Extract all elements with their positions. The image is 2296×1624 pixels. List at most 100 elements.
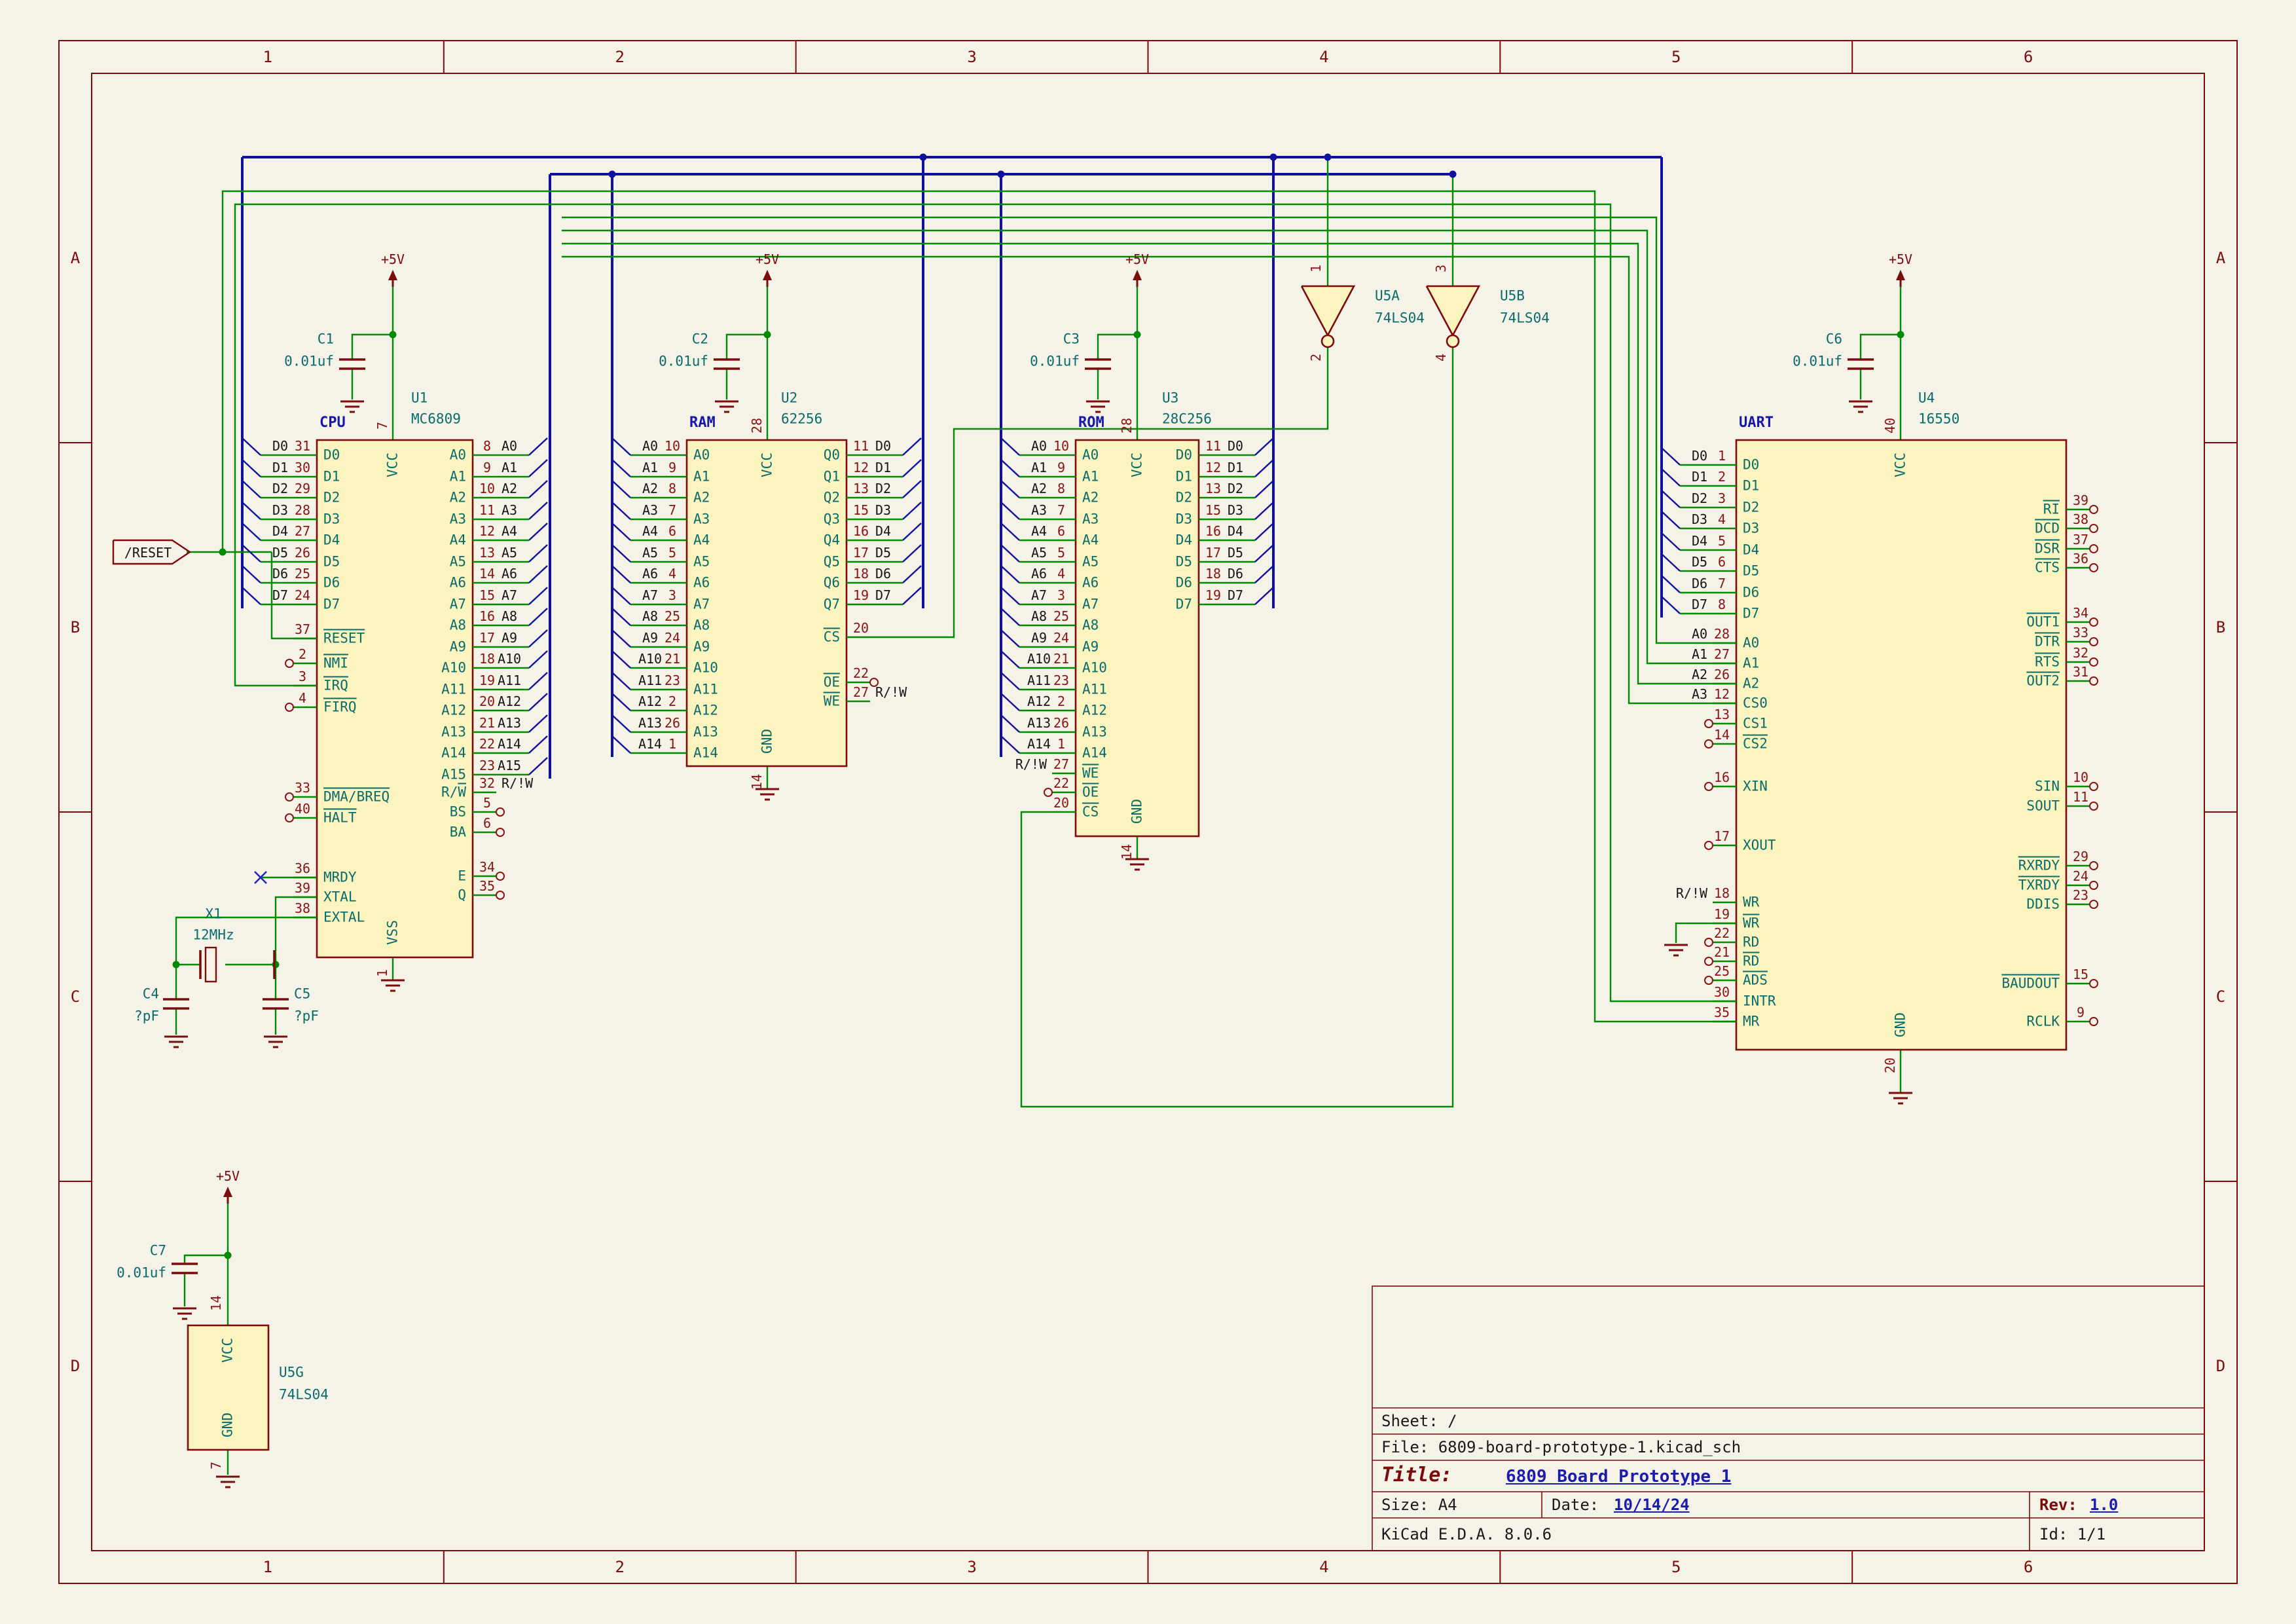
net-label[interactable]: A4 <box>1030 523 1048 539</box>
net-label[interactable]: A8 <box>642 608 659 624</box>
component-body-u3[interactable] <box>1074 439 1200 838</box>
bus-entry[interactable] <box>1000 587 1020 605</box>
bus-entry[interactable] <box>528 650 548 669</box>
bus-entry[interactable] <box>1000 629 1020 648</box>
component-body-u4[interactable] <box>1735 439 2068 1051</box>
bus-entry[interactable] <box>611 459 631 477</box>
net-label[interactable]: A8 <box>501 608 518 624</box>
bus-entry[interactable] <box>1000 502 1020 520</box>
annotation-text[interactable]: C5 <box>294 986 311 1002</box>
wire[interactable] <box>221 190 1736 1023</box>
net-label[interactable]: A9 <box>501 630 518 646</box>
annotation-text[interactable]: 0.01uf <box>659 353 708 369</box>
bus-entry[interactable] <box>528 735 548 754</box>
bus-entry[interactable] <box>611 608 631 626</box>
net-label[interactable]: A2 <box>501 481 518 496</box>
net-label[interactable]: A3 <box>642 502 659 518</box>
bus-entry[interactable] <box>611 587 631 605</box>
wire[interactable] <box>234 203 1736 1003</box>
bus-entry[interactable] <box>902 544 922 563</box>
net-label[interactable]: D4 <box>272 523 289 539</box>
annotation-text[interactable]: 1 <box>1308 264 1324 273</box>
component-value[interactable]: 28C256 <box>1162 411 1212 427</box>
inverter-bubble[interactable] <box>1446 334 1460 348</box>
net-label[interactable]: A6 <box>642 566 659 581</box>
annotation-text[interactable]: GND <box>219 1412 236 1437</box>
bus-entry[interactable] <box>242 544 261 563</box>
net-label[interactable]: D5 <box>1691 554 1708 570</box>
bus-entry[interactable] <box>528 565 548 583</box>
bus-entry[interactable] <box>611 565 631 583</box>
wire[interactable] <box>562 216 1736 644</box>
bus-entry[interactable] <box>1661 532 1681 551</box>
net-label[interactable]: R/!W <box>1015 756 1047 772</box>
bus-entry[interactable] <box>1000 437 1020 456</box>
bus-entry[interactable] <box>1254 437 1274 456</box>
component-reference[interactable]: U4 <box>1918 390 1935 406</box>
bus-entry[interactable] <box>1254 544 1274 563</box>
bus-entry[interactable] <box>528 587 548 605</box>
annotation-text[interactable]: 74LS04 <box>1375 310 1425 326</box>
net-label[interactable]: D1 <box>1691 469 1708 485</box>
net-label[interactable]: A12 <box>497 693 522 709</box>
wire[interactable] <box>1097 333 1137 360</box>
bus-entry[interactable] <box>902 587 922 605</box>
net-label[interactable]: A1 <box>1030 460 1048 475</box>
crystal-body[interactable] <box>204 946 217 983</box>
net-label[interactable]: A2 <box>1691 667 1708 682</box>
net-label[interactable]: D0 <box>875 438 892 454</box>
bus-entry[interactable] <box>902 502 922 520</box>
component-value[interactable]: 16550 <box>1918 411 1960 427</box>
net-label[interactable]: A4 <box>501 523 518 539</box>
net-label[interactable]: A7 <box>642 587 659 603</box>
bus-entry[interactable] <box>902 480 922 498</box>
net-label[interactable]: A0 <box>501 438 518 454</box>
annotation-text[interactable]: U5G <box>279 1364 304 1380</box>
component-body-u5g[interactable] <box>187 1324 270 1451</box>
bus-entry[interactable] <box>528 437 548 456</box>
bus-entry[interactable] <box>528 544 548 563</box>
bus-entry[interactable] <box>528 608 548 626</box>
annotation-text[interactable]: 0.01uf <box>117 1264 166 1281</box>
annotation-text[interactable]: 3 <box>1433 264 1449 273</box>
bus-entry[interactable] <box>242 523 261 541</box>
net-label[interactable]: A3 <box>501 502 518 518</box>
annotation-text[interactable]: 0.01uf <box>1793 353 1842 369</box>
bus-entry[interactable] <box>611 650 631 669</box>
net-label[interactable]: A0 <box>642 438 659 454</box>
net-label[interactable]: D6 <box>272 566 289 581</box>
net-label[interactable]: A14 <box>638 736 663 752</box>
net-label[interactable]: A1 <box>642 460 659 475</box>
net-label[interactable]: A15 <box>497 758 522 773</box>
component-reference[interactable]: U3 <box>1162 390 1179 406</box>
wire[interactable] <box>870 347 1329 638</box>
net-label[interactable]: A7 <box>1030 587 1048 603</box>
global-label-reset[interactable] <box>112 539 192 565</box>
power-flag-label[interactable]: +5V <box>215 1168 240 1184</box>
bus-entry[interactable] <box>1661 511 1681 529</box>
bus-entry[interactable] <box>1661 596 1681 614</box>
annotation-text[interactable]: U5B <box>1500 287 1525 304</box>
global-label-reset-text[interactable]: /RESET <box>124 545 172 561</box>
annotation-text[interactable]: 14 <box>208 1295 224 1312</box>
net-label[interactable]: D0 <box>1227 438 1244 454</box>
component-tag-label[interactable]: RAM <box>689 415 716 431</box>
bus-entry[interactable] <box>611 480 631 498</box>
net-label[interactable]: A7 <box>501 587 518 603</box>
net-label[interactable]: D5 <box>272 545 289 561</box>
net-label[interactable]: A0 <box>1691 626 1708 642</box>
bus-entry[interactable] <box>528 757 548 775</box>
bus-entry[interactable] <box>242 565 261 583</box>
power-flag-label[interactable]: +5V <box>380 251 405 267</box>
net-label[interactable]: A5 <box>501 545 518 561</box>
net-label[interactable]: D2 <box>272 481 289 496</box>
net-label[interactable]: A1 <box>1691 646 1708 662</box>
net-label[interactable]: D7 <box>1227 587 1244 603</box>
annotation-text[interactable]: X1 <box>205 906 222 922</box>
bus-entry[interactable] <box>1254 459 1274 477</box>
bus-entry[interactable] <box>1254 565 1274 583</box>
inverter-u5a[interactable] <box>1300 285 1356 337</box>
net-label[interactable]: D5 <box>1227 545 1244 561</box>
net-label[interactable]: D3 <box>1691 511 1708 527</box>
bus-entry[interactable] <box>528 480 548 498</box>
